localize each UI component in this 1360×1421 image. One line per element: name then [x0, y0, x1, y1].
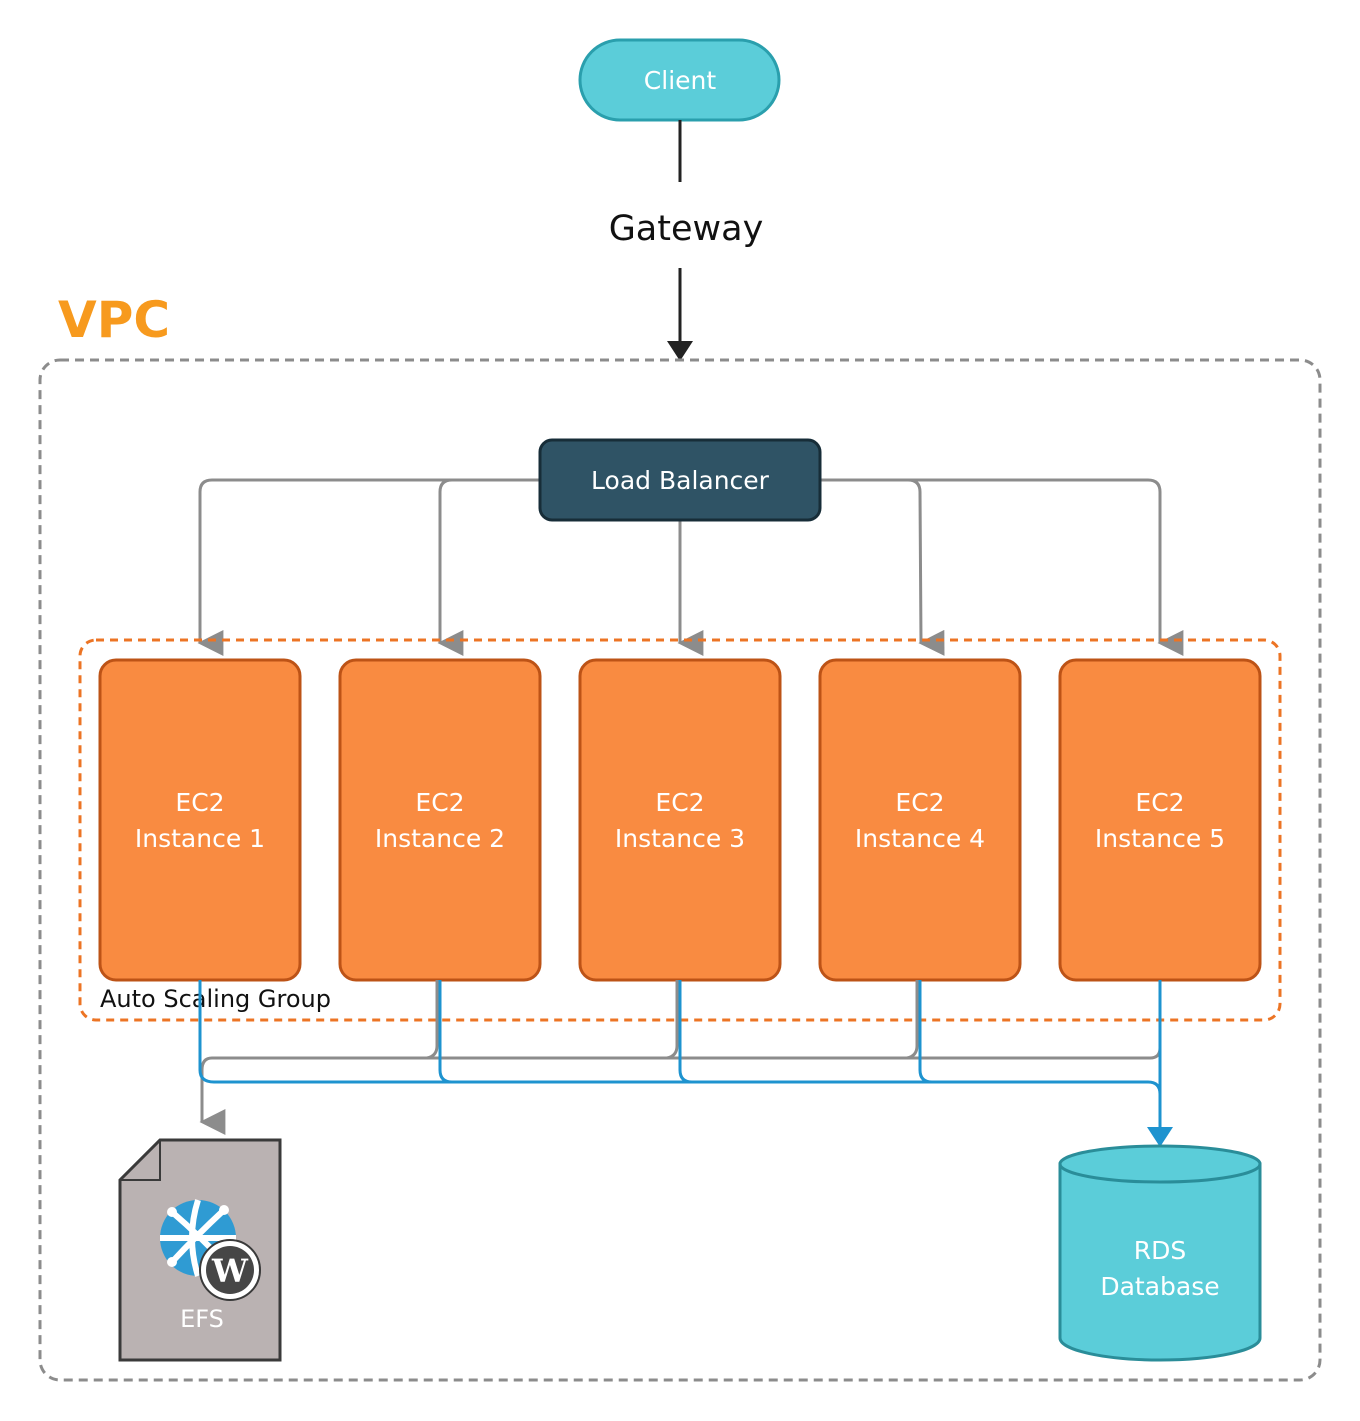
rds-branch-2 [438, 980, 453, 1084]
rds-line1: RDS [1134, 1236, 1187, 1265]
instance-3-line1: EC2 [655, 788, 704, 817]
rds-connectors [198, 980, 1162, 1128]
lb-connectors [197, 478, 1184, 656]
rds-branch-4 [918, 980, 933, 1084]
svg-text:W: W [211, 1252, 249, 1290]
instance-1-box [98, 658, 302, 982]
rds-arrowhead [1147, 1127, 1173, 1147]
instance-1: EC2 Instance 1 [98, 658, 302, 982]
vpc-boundary [38, 358, 1322, 1382]
load-balancer-label: Load Balancer [591, 466, 770, 495]
rds-node: RDS Database [1058, 1144, 1262, 1362]
instance-4-line1: EC2 [895, 788, 944, 817]
instance-4: EC2 Instance 4 [818, 658, 1022, 982]
gateway-label: Gateway [609, 209, 764, 249]
client-label: Client [644, 66, 717, 95]
rds-branch-3 [678, 980, 693, 1084]
lb-to-instance-5 [820, 478, 1184, 656]
auto-scaling-group-label: Auto Scaling Group [100, 985, 331, 1013]
rds-cylinder-top [1058, 1144, 1262, 1184]
instance-5-box [1058, 658, 1262, 982]
instance-3: EC2 Instance 3 [578, 658, 782, 982]
instance-2: EC2 Instance 2 [338, 658, 542, 982]
gateway-arrowhead [667, 341, 693, 361]
instance-5: EC2 Instance 5 [1058, 658, 1262, 982]
efs-label: EFS [180, 1305, 224, 1333]
rds-cylinder-body [1058, 1162, 1262, 1362]
efs-branch-4 [906, 980, 919, 1060]
instance-3-box [578, 658, 782, 982]
efs-branch-2 [426, 980, 439, 1060]
instance-4-line2: Instance 4 [855, 824, 985, 853]
instance-2-line1: EC2 [415, 788, 464, 817]
lb-to-instance-4 [820, 478, 945, 656]
instance-3-line2: Instance 3 [615, 824, 745, 853]
efs-node: W EFS [118, 1138, 282, 1362]
instance-2-box [338, 658, 542, 982]
efs-branch-3 [666, 980, 679, 1060]
load-balancer-node [538, 438, 822, 522]
rds-line2: Database [1100, 1272, 1219, 1301]
lb-to-instance-2 [437, 478, 540, 656]
instance-1-line2: Instance 1 [135, 824, 265, 853]
instance-5-line1: EC2 [1135, 788, 1184, 817]
vpc-label: VPC [58, 291, 170, 349]
lb-to-instance-1 [197, 478, 540, 656]
instance-5-line2: Instance 5 [1095, 824, 1225, 853]
efs-fold [120, 1140, 161, 1181]
instance-1-line1: EC2 [175, 788, 224, 817]
instance-2-line2: Instance 2 [375, 824, 505, 853]
wordpress-icon: W [199, 1239, 261, 1301]
instance-4-box [818, 658, 1022, 982]
